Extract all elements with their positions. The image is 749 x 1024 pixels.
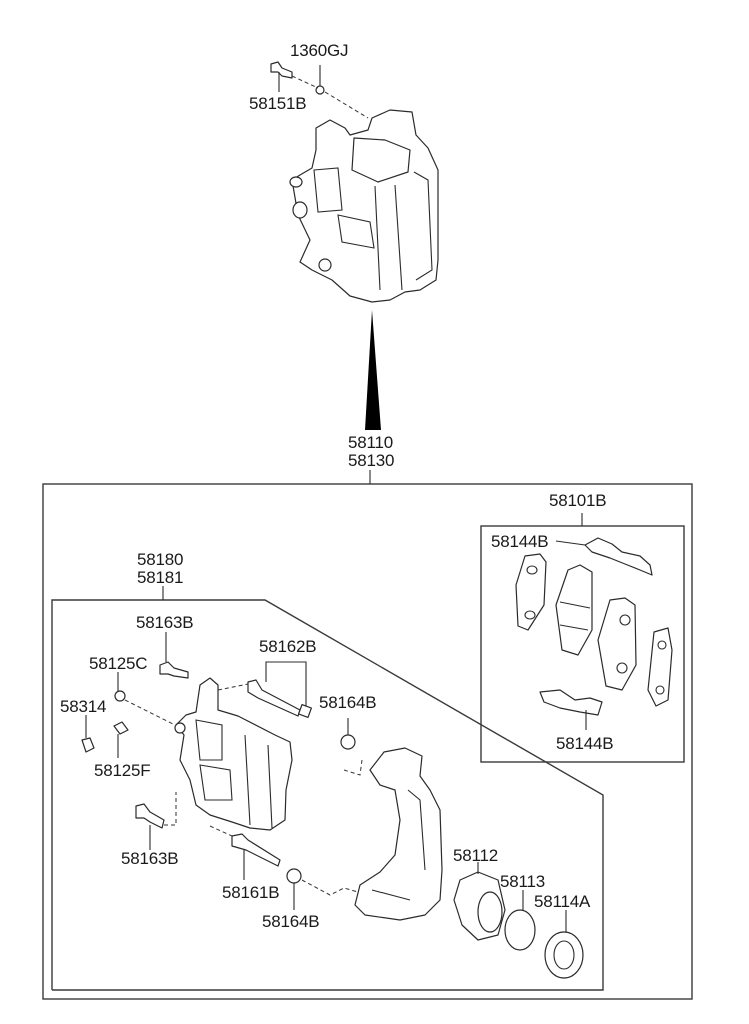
piston-kit-drawing	[453, 862, 584, 979]
carrier-bracket-drawing	[343, 747, 443, 921]
label-58151b: 58151B	[249, 94, 307, 113]
label-58125f: 58125F	[94, 761, 151, 780]
top-bolt-drawing	[270, 61, 369, 119]
caliper-body-box	[51, 599, 604, 991]
label-58125c: 58125C	[89, 654, 148, 673]
label-58101b: 58101B	[549, 491, 607, 510]
label-58164b-lower: 58164B	[262, 912, 320, 931]
label-58113: 58113	[500, 872, 546, 891]
label-58144b-top: 58144B	[491, 532, 549, 551]
label-58162b: 58162B	[259, 637, 317, 656]
label-58163b-bottom: 58163B	[121, 849, 179, 868]
label-58130: 58130	[348, 451, 395, 470]
label-58314: 58314	[60, 697, 107, 716]
top-caliper-drawing	[289, 109, 439, 303]
label-58110: 58110	[348, 433, 394, 452]
label-58181: 58181	[137, 568, 184, 587]
hardware-drawing	[81, 632, 359, 910]
pointer-arrow	[365, 310, 381, 430]
caliper-body-drawing	[174, 677, 293, 831]
label-58112: 58112	[453, 846, 499, 865]
assembly-box	[42, 483, 693, 1000]
label-58144b-bottom: 58144B	[556, 734, 614, 753]
label-58114a: 58114A	[534, 892, 591, 911]
pad-kit-drawing	[515, 537, 673, 730]
label-58163b-top: 58163B	[136, 613, 194, 632]
label-58161b: 58161B	[222, 883, 280, 902]
label-1360gj: 1360GJ	[290, 41, 349, 60]
label-58180: 58180	[137, 550, 184, 569]
label-58164b-upper: 58164B	[319, 693, 377, 712]
